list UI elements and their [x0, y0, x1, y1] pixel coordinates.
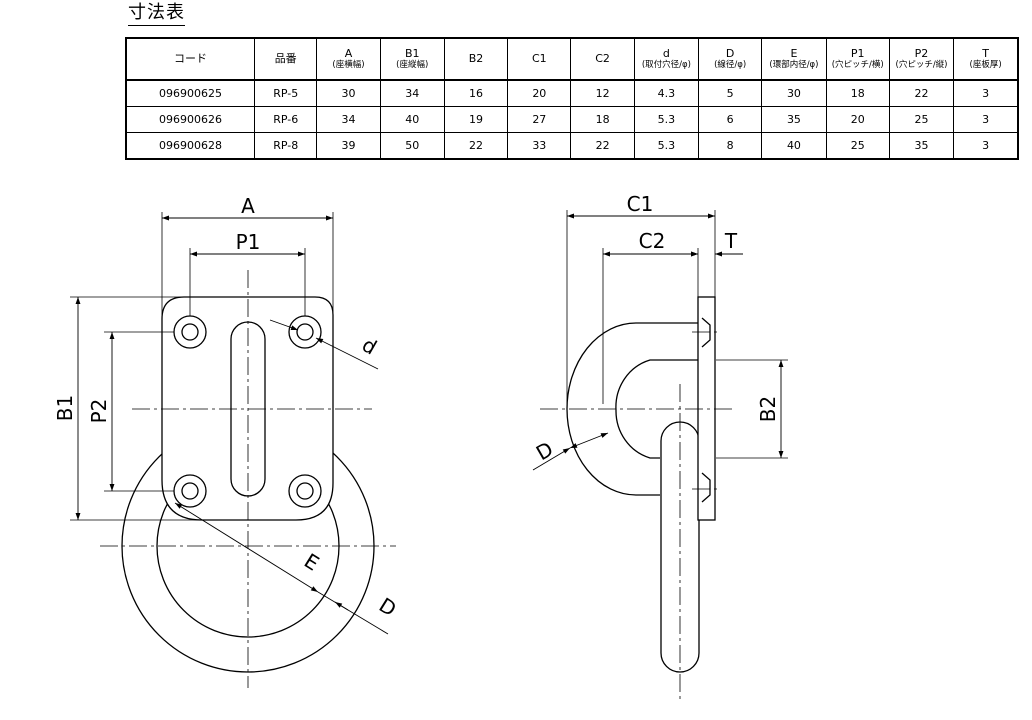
table-row: 096900626 RP-6 34 40 19 27 18 5.3 6 35 2…: [125, 106, 1019, 133]
table-row: 096900625 RP-5 30 34 16 20 12 4.3 5 30 1…: [125, 79, 1019, 107]
table-heading: 寸法表: [128, 2, 185, 26]
hook-bend-inner: [615, 359, 698, 459]
table-cell: 3: [953, 79, 1019, 107]
dimension-table: コード 品番 A(座横幅) B1(座縦幅) B2 C1 C2 d(取付穴径/φ)…: [125, 37, 1019, 160]
header-cell-B1: B1(座縦幅): [379, 37, 445, 81]
table-cell: 4.3: [633, 79, 700, 107]
table-cell: 39: [316, 132, 381, 160]
label-B1: B1: [53, 395, 77, 421]
countersink-top: [701, 317, 711, 348]
table-cell: 30: [761, 79, 827, 107]
table-cell: RP-6: [254, 106, 318, 133]
table-cell: RP-8: [254, 132, 318, 160]
table-cell: 16: [443, 79, 509, 107]
countersink-bottom: [701, 472, 711, 503]
hook-bend: [566, 322, 698, 496]
label-C1: C1: [627, 192, 654, 216]
table-cell: 096900626: [125, 106, 256, 133]
table-cell: 8: [698, 132, 763, 160]
table-cell: 22: [570, 132, 635, 160]
header-cell-C2: C2: [570, 37, 635, 81]
table-cell: 40: [761, 132, 827, 160]
label-B2: B2: [756, 396, 780, 422]
side-plate: [697, 296, 716, 521]
table-cell: 5.3: [633, 106, 700, 133]
label-P1: P1: [236, 230, 261, 254]
table-cell: 22: [888, 79, 955, 107]
table-cell: 25: [825, 132, 890, 160]
table-row: 096900628 RP-8 39 50 22 33 22 5.3 8 40 2…: [125, 132, 1019, 160]
header-cell-A: A(座横幅): [316, 37, 381, 81]
table-cell: 35: [761, 106, 827, 133]
side-view: [566, 296, 716, 673]
header-cell-d: d(取付穴径/φ): [633, 37, 700, 81]
table-cell: 18: [570, 106, 635, 133]
header-cell-E: E(環部内径/φ): [761, 37, 827, 81]
front-centerlines: [100, 270, 396, 688]
label-C2: C2: [639, 229, 666, 253]
header-cell-P1: P1(穴ピッチ/横): [825, 37, 890, 81]
table-cell: 35: [888, 132, 955, 160]
table-cell: 5.3: [633, 132, 700, 160]
table-cell: 12: [570, 79, 635, 107]
table-cell: 27: [507, 106, 572, 133]
label-D-side: D: [532, 437, 557, 465]
label-d: d: [358, 332, 381, 359]
side-dimension-lines: [532, 213, 784, 471]
table-cell: 096900628: [125, 132, 256, 160]
table-cell: 6: [698, 106, 763, 133]
side-centerlines: [540, 331, 736, 702]
table-cell: 34: [316, 106, 381, 133]
table-cell: 25: [888, 106, 955, 133]
label-A: A: [241, 194, 255, 218]
table-cell: 3: [953, 106, 1019, 133]
header-cell-D: D(線径/φ): [698, 37, 763, 81]
table-cell: 096900625: [125, 79, 256, 107]
header-cell-code: コード: [125, 37, 256, 81]
label-T: T: [724, 229, 738, 253]
table-header-row: コード 品番 A(座横幅) B1(座縦幅) B2 C1 C2 d(取付穴径/φ)…: [125, 37, 1019, 81]
side-extension-lines: [566, 210, 788, 459]
table-cell: 33: [507, 132, 572, 160]
dimension-labels: A P1 B1 P2 d E D C1 C2 T B2 D: [53, 192, 780, 621]
table-cell: 20: [825, 106, 890, 133]
header-cell-P2: P2(穴ピッチ/縦): [888, 37, 955, 81]
header-cell-B2: B2: [443, 37, 509, 81]
table-cell: 22: [443, 132, 509, 160]
table-cell: 18: [825, 79, 890, 107]
front-dimension-lines: [75, 215, 389, 635]
table-cell: 40: [379, 106, 445, 133]
label-D-front: D: [375, 593, 401, 622]
table-cell: 3: [953, 132, 1019, 160]
label-P2: P2: [87, 399, 111, 424]
header-cell-T: T(座板厚): [953, 37, 1019, 81]
